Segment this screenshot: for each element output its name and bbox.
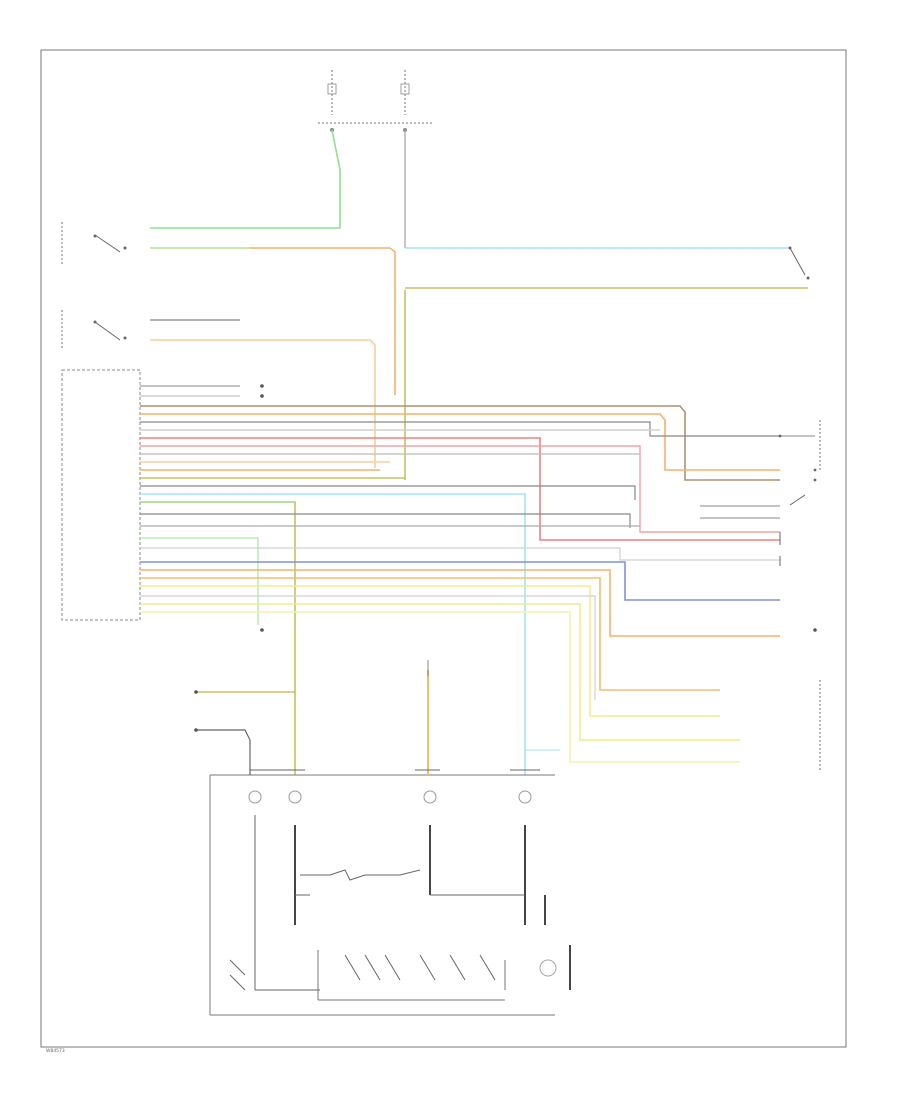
selector-switch-right bbox=[700, 494, 806, 519]
pcm-pin-dots bbox=[260, 384, 264, 632]
clutch-switch-icon bbox=[61, 310, 127, 350]
brake-switch-icon bbox=[705, 246, 810, 289]
diagram-border bbox=[40, 49, 847, 1048]
speed-control-switches bbox=[209, 935, 571, 1015]
wire-orange-door bbox=[150, 247, 396, 395]
wire-gray-mid bbox=[140, 485, 636, 500]
wire-olive-brake bbox=[404, 287, 705, 480]
wire-clutch-lightorange bbox=[150, 339, 376, 468]
footer-code: W84573 bbox=[46, 1048, 65, 1054]
right-connector-ticks bbox=[779, 532, 821, 770]
scm-inputs bbox=[194, 660, 560, 775]
cpp-switch-right bbox=[778, 420, 821, 482]
pcm-connector bbox=[61, 369, 141, 621]
fuse-block bbox=[318, 70, 432, 132]
door-switch-icon bbox=[61, 222, 127, 265]
scm-internal-wiring bbox=[254, 815, 546, 991]
scm-terminals bbox=[248, 769, 540, 804]
pcm-pin-rows bbox=[140, 385, 780, 775]
wire-green-power bbox=[150, 129, 341, 229]
